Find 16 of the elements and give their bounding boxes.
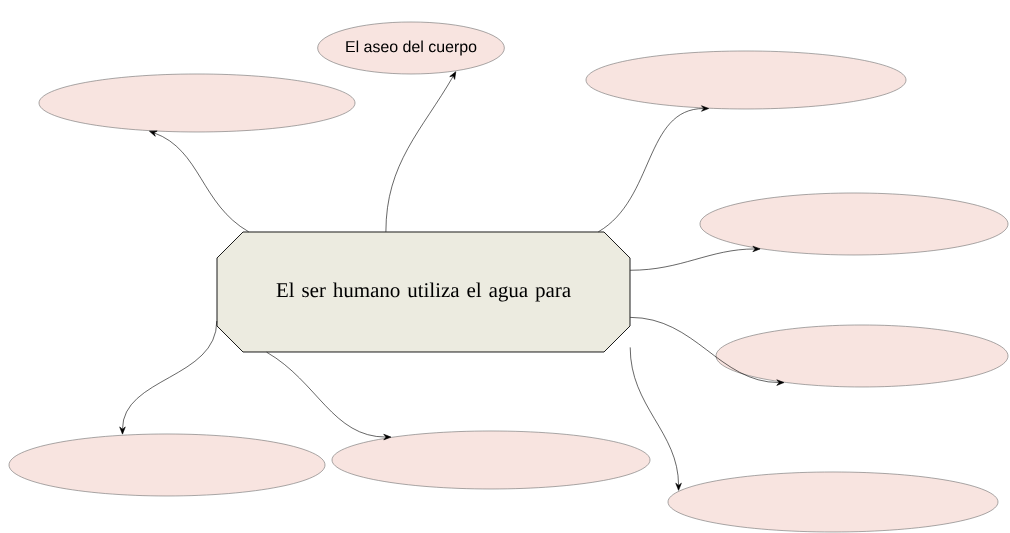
arrow [149, 130, 249, 233]
arrow [629, 347, 682, 491]
ellipse-box [585, 50, 907, 110]
arrow [266, 351, 392, 441]
ellipse-box [38, 73, 356, 133]
arrow [119, 320, 218, 435]
arrow [598, 105, 709, 233]
ellipse-box [715, 324, 1009, 388]
ellipse-box [331, 430, 651, 490]
ellipse-box [8, 433, 326, 497]
ellipse-box [699, 192, 1009, 256]
ellipse-box [667, 471, 999, 533]
arrow [385, 71, 457, 233]
arrow [629, 317, 785, 386]
ellipse-box: El aseo del cuerpo [317, 21, 505, 75]
arrow [629, 245, 761, 271]
